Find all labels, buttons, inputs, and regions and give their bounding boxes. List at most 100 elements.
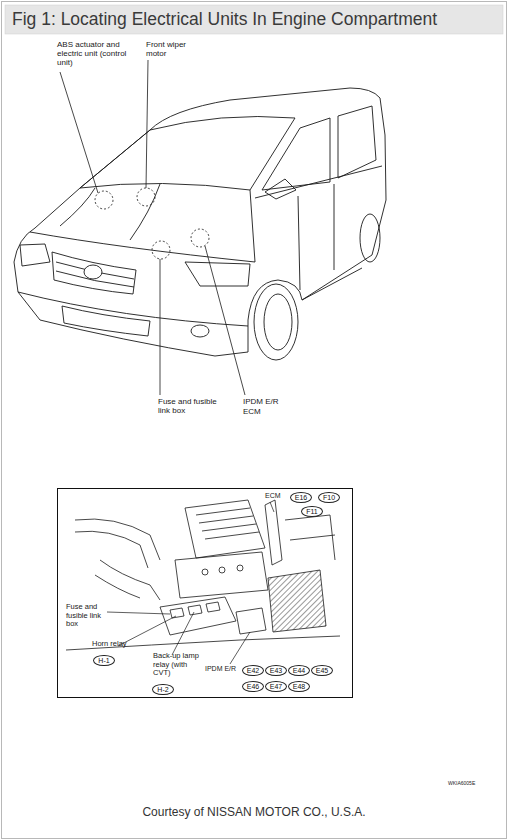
connector-oval: E16 [290,492,312,503]
connector-code: E46 [247,682,259,691]
car-body [14,88,386,356]
part-label: ABS actuator and electric unit (control … [57,40,129,68]
figure-caption: Courtesy of NISSAN MOTOR CO., U.S.A. [142,805,365,819]
connector-code: H-1 [98,656,109,665]
connector-oval: E45 [311,665,333,676]
callout-circles [60,60,245,395]
connector-oval: E46 [242,681,264,692]
bumper-line [18,292,248,326]
connector-oval: E44 [288,665,310,676]
connector-oval: E43 [265,665,287,676]
windshield [80,117,295,191]
battery [268,570,326,632]
bolt [219,567,225,573]
fuse-box [160,597,236,635]
part-label: Fuse and fusible link box [158,397,230,415]
side-window [262,118,330,190]
connector-oval: E47 [265,681,287,692]
leader-line [146,60,148,188]
connector-code: F11 [306,507,318,516]
connector-oval: E42 [242,665,264,676]
cover-ribs [196,508,259,539]
connector-oval: F11 [301,506,323,517]
inset-frame [58,489,353,698]
grille-bars [56,262,134,287]
grille [52,252,136,294]
hood-crease [130,184,160,240]
title-band [5,5,503,34]
headlight [20,244,50,266]
door-line [334,184,335,270]
leader-line [205,246,245,395]
radiator-support [66,636,340,650]
part-label: ECM [243,407,283,416]
bolt [237,565,243,571]
front-wheel [254,284,298,360]
connector-code: E43 [270,666,282,675]
belt-line [255,166,382,198]
connector-oval: F10 [318,492,340,503]
hose [95,560,160,600]
drawing-code: WKIA6005E [448,781,498,787]
leader-line [230,632,250,664]
body-panel [285,515,335,560]
location-circle [152,241,170,259]
relay [170,602,220,618]
leader-line [60,72,98,193]
engine-drawing [66,500,340,650]
rear-wheel [360,214,380,262]
door-mirror [265,179,296,199]
part-label: Back-up lamp relay (with CVT) [153,652,199,678]
part-label: IPDM E/R [205,665,245,673]
connector-code: E44 [293,666,305,675]
connector-code: E42 [247,666,259,675]
connector-oval: H-2 [152,684,173,695]
engine-block [175,552,268,598]
intake-hose [75,519,160,568]
connector-code: F10 [323,493,335,502]
part-label: Fuse and fusible link box [66,603,106,629]
engine-cover [185,500,265,558]
fender-line [250,190,255,262]
lower-intake [62,306,150,336]
bolt [202,569,208,575]
part-label: ECM [265,492,289,500]
connector-code: H-2 [157,685,168,694]
part-label: IPDM E/R [243,397,303,406]
connector-oval: E48 [288,681,310,692]
connector-code: E16 [295,493,307,502]
hood-crease [60,188,95,226]
leader-line [107,612,170,614]
ipdm-unit [236,608,266,634]
figure-title: Fig 1: Locating Electrical Units In Engi… [12,9,437,30]
leader-line [270,502,274,512]
leader-line [172,612,194,655]
part-label: Front wiper motor [146,40,198,58]
fog-light [191,325,209,337]
location-circle [191,229,209,247]
hood-edge [30,232,255,262]
connector-oval: H-1 [93,655,114,666]
leader-line [160,259,161,395]
car-drawing [14,88,386,360]
wheel-rim [264,294,292,350]
rocker-line [302,268,362,300]
ecm-unit [265,500,282,565]
inset-leaders [107,502,274,664]
connector-code: E45 [316,666,328,675]
headlight [185,262,250,286]
location-circle [137,188,155,206]
leader-line [118,616,176,646]
connector-code: E48 [293,682,305,691]
door-line [298,196,300,290]
part-label: Horn relay [92,640,142,649]
connector-code: E47 [270,682,282,691]
location-circle [95,191,113,209]
rear-window [338,106,376,178]
badge [84,265,102,279]
